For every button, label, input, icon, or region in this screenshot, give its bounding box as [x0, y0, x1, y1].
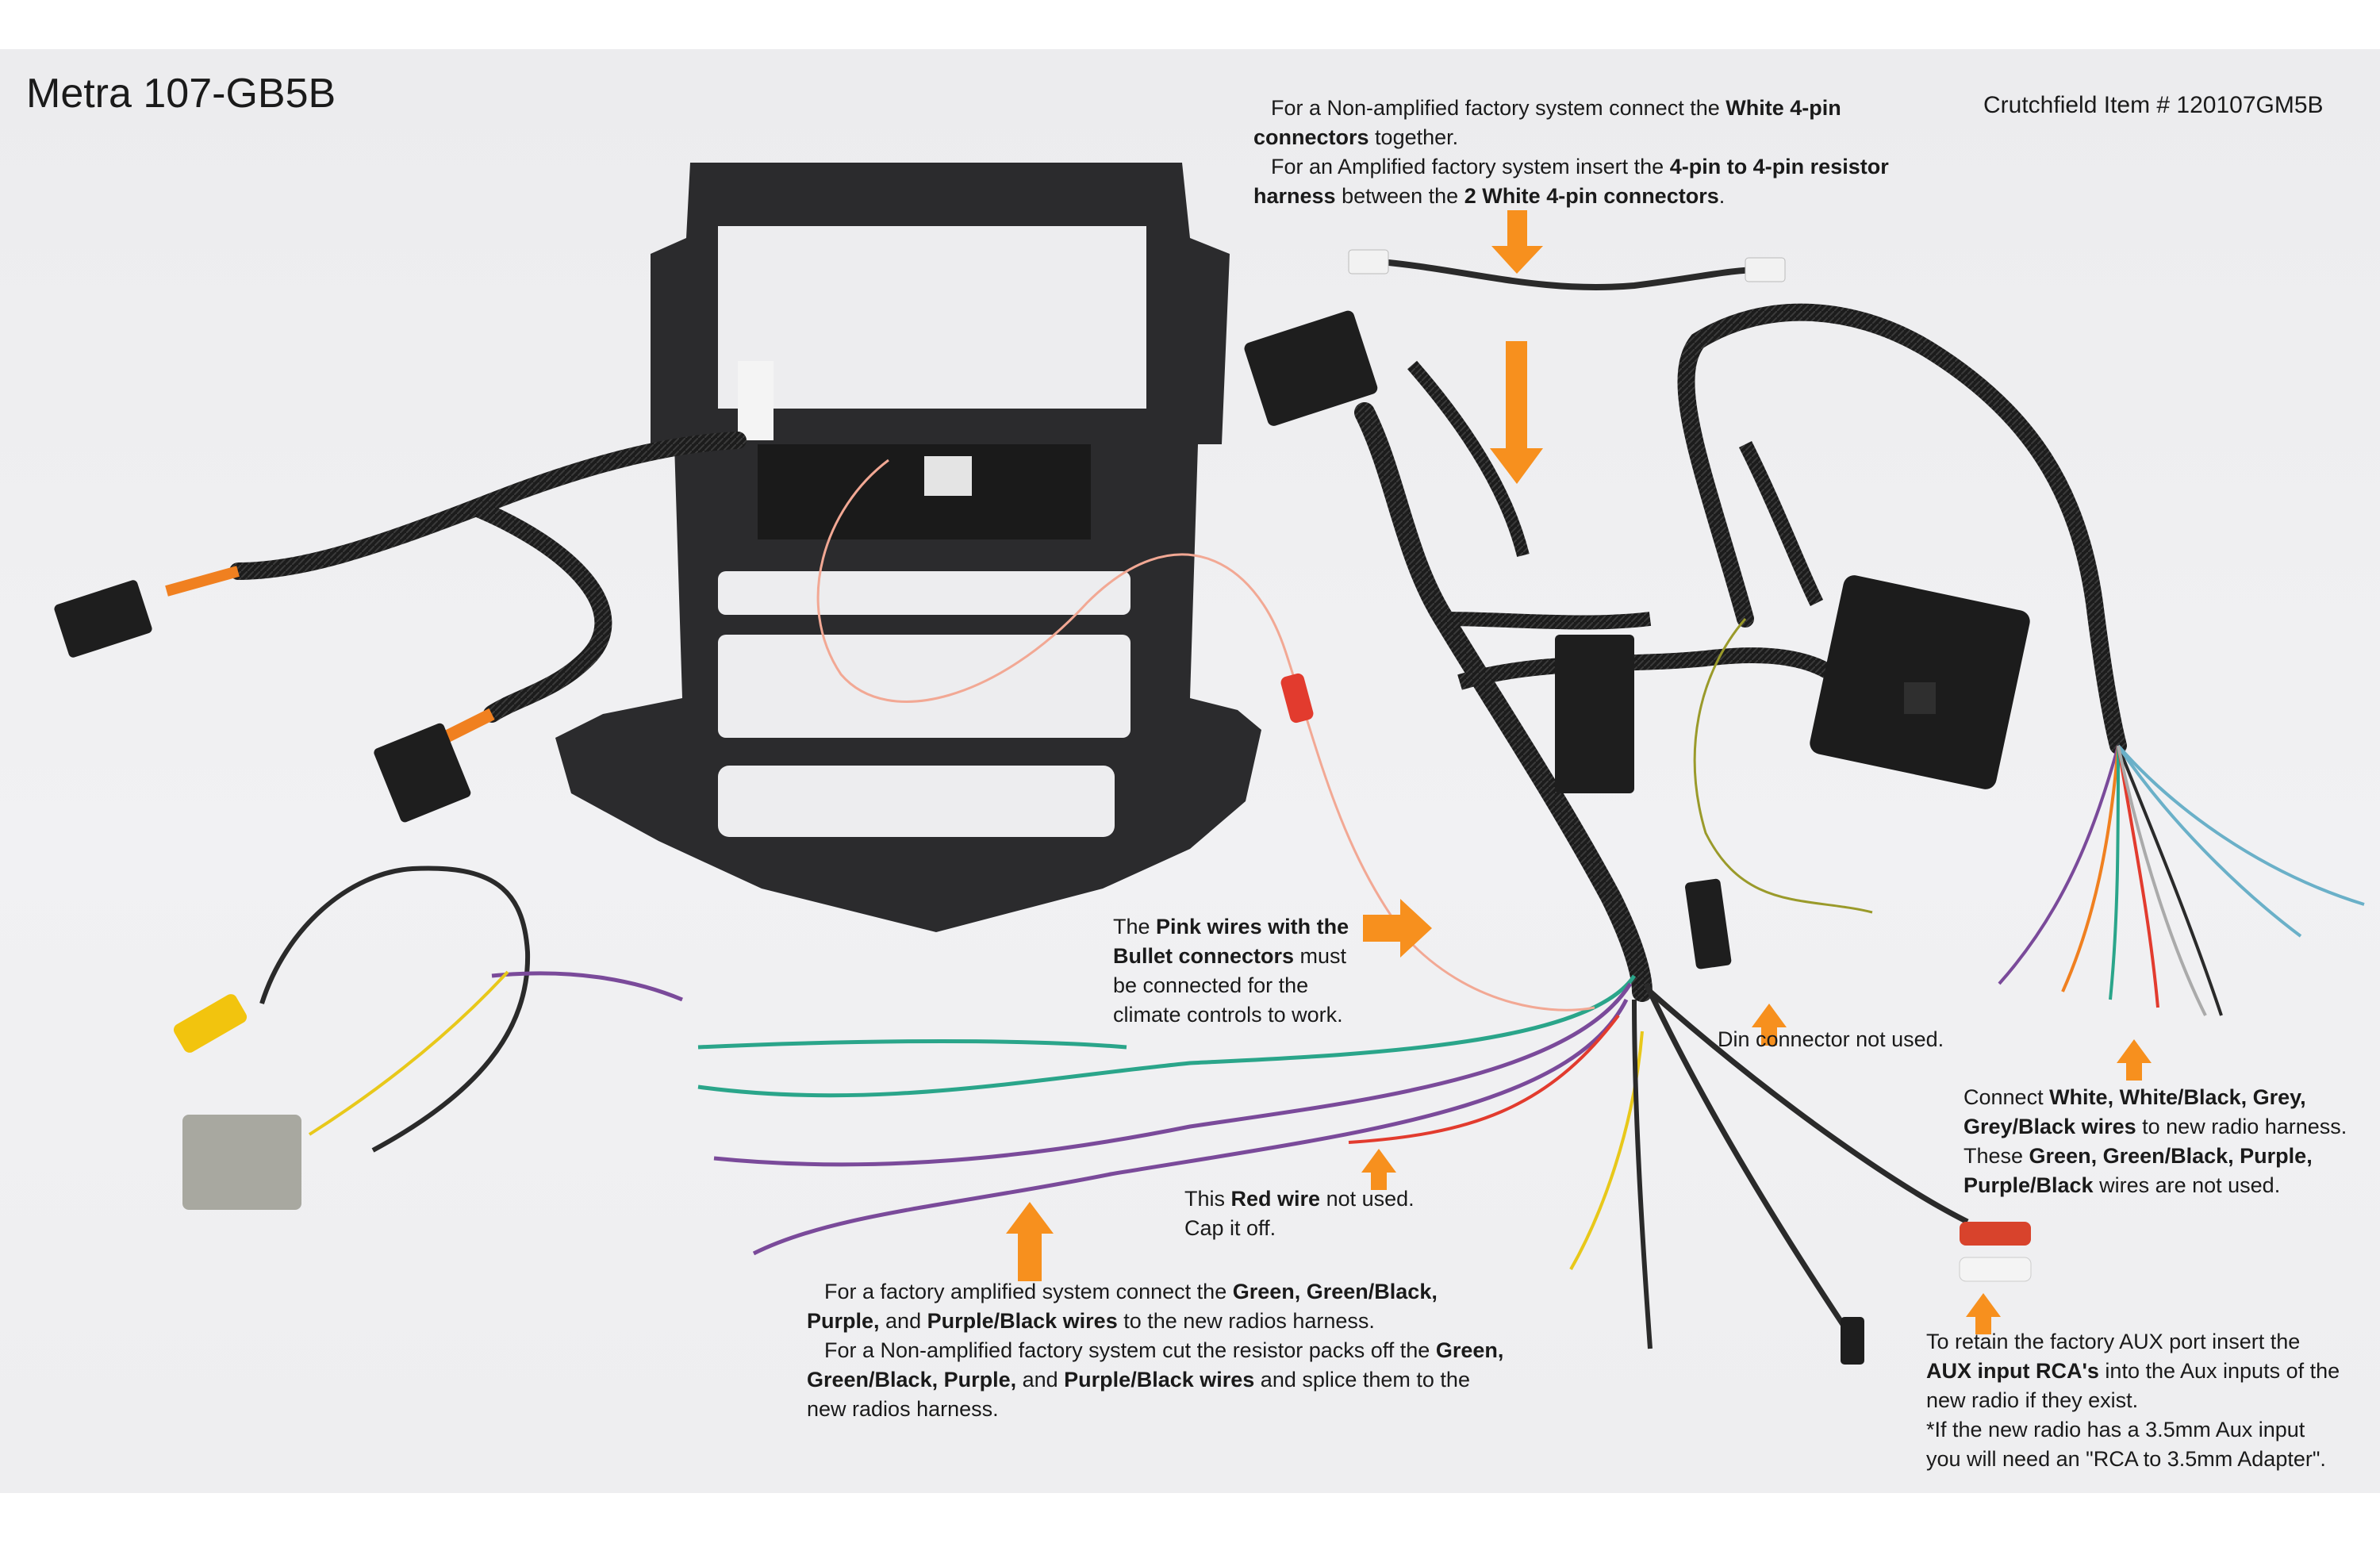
- harness-connector: [54, 580, 152, 658]
- note-pink-wires: The Pink wires with the Bullet connector…: [1113, 915, 1349, 1027]
- interface-module: [1677, 303, 2365, 1016]
- control-opening: [718, 635, 1130, 738]
- rca-red-plug: [1960, 1222, 2031, 1246]
- note-factory-system: For a factory amplified system connect t…: [807, 1280, 1504, 1421]
- arrow-up-icon: [1006, 1202, 1054, 1281]
- usb-port: [924, 456, 972, 496]
- pink-bullet-connector: [1280, 673, 1314, 724]
- grey-connector: [182, 1115, 301, 1210]
- page-title: Metra 107-GB5B: [26, 71, 336, 117]
- dash-kit-bezel: [555, 163, 1261, 932]
- rca-white-plug: [1959, 1257, 2032, 1282]
- arrow-right-icon: [1363, 899, 1432, 958]
- control-opening: [718, 766, 1115, 837]
- harness-connector: [374, 723, 471, 823]
- module-port: [1904, 682, 1936, 714]
- arrow-down-icon: [1490, 341, 1543, 484]
- camera-input-harness: [173, 866, 683, 1210]
- note-four-pin: For a Non-amplified factory system conne…: [1253, 96, 1889, 208]
- white-4pin-connector: [1348, 249, 1389, 274]
- din-connector: [1685, 878, 1732, 969]
- radio-output-wires: [1998, 744, 2365, 1016]
- note-connect-wires: Connect White, White/Black, Grey, Grey/B…: [1964, 1085, 2347, 1197]
- left-steering-harness: [54, 432, 747, 823]
- arrow-up-icon: [1361, 1149, 1396, 1190]
- label-sticker: [738, 361, 774, 440]
- arrow-up-icon: [2117, 1039, 2152, 1081]
- radio-opening: [718, 226, 1146, 409]
- note-red-wire: This Red wire not used. Cap it off.: [1184, 1187, 1415, 1240]
- item-number: Crutchfield Item # 120107GM5B: [1983, 92, 2324, 118]
- arrow-down-icon: [1491, 210, 1543, 274]
- aux-3.5mm-plug: [1841, 1317, 1864, 1365]
- note-aux-input: To retain the factory AUX port insert th…: [1926, 1330, 2340, 1471]
- resistor-harness: [1348, 249, 1786, 290]
- main-radio-harness: [697, 310, 2032, 1365]
- arrow-up-icon: [1752, 1004, 1787, 1046]
- white-4pin-connector: [1745, 257, 1786, 282]
- callout-arrows: [1006, 210, 2152, 1334]
- factory-radio-connector: [1244, 310, 1378, 426]
- arrow-up-icon: [1966, 1293, 2001, 1334]
- relay-module: [1555, 635, 1634, 793]
- vent-slot: [718, 571, 1130, 615]
- note-din-connector: Din connector not used.: [1718, 1027, 1944, 1051]
- rca-yellow-plug: [173, 994, 248, 1053]
